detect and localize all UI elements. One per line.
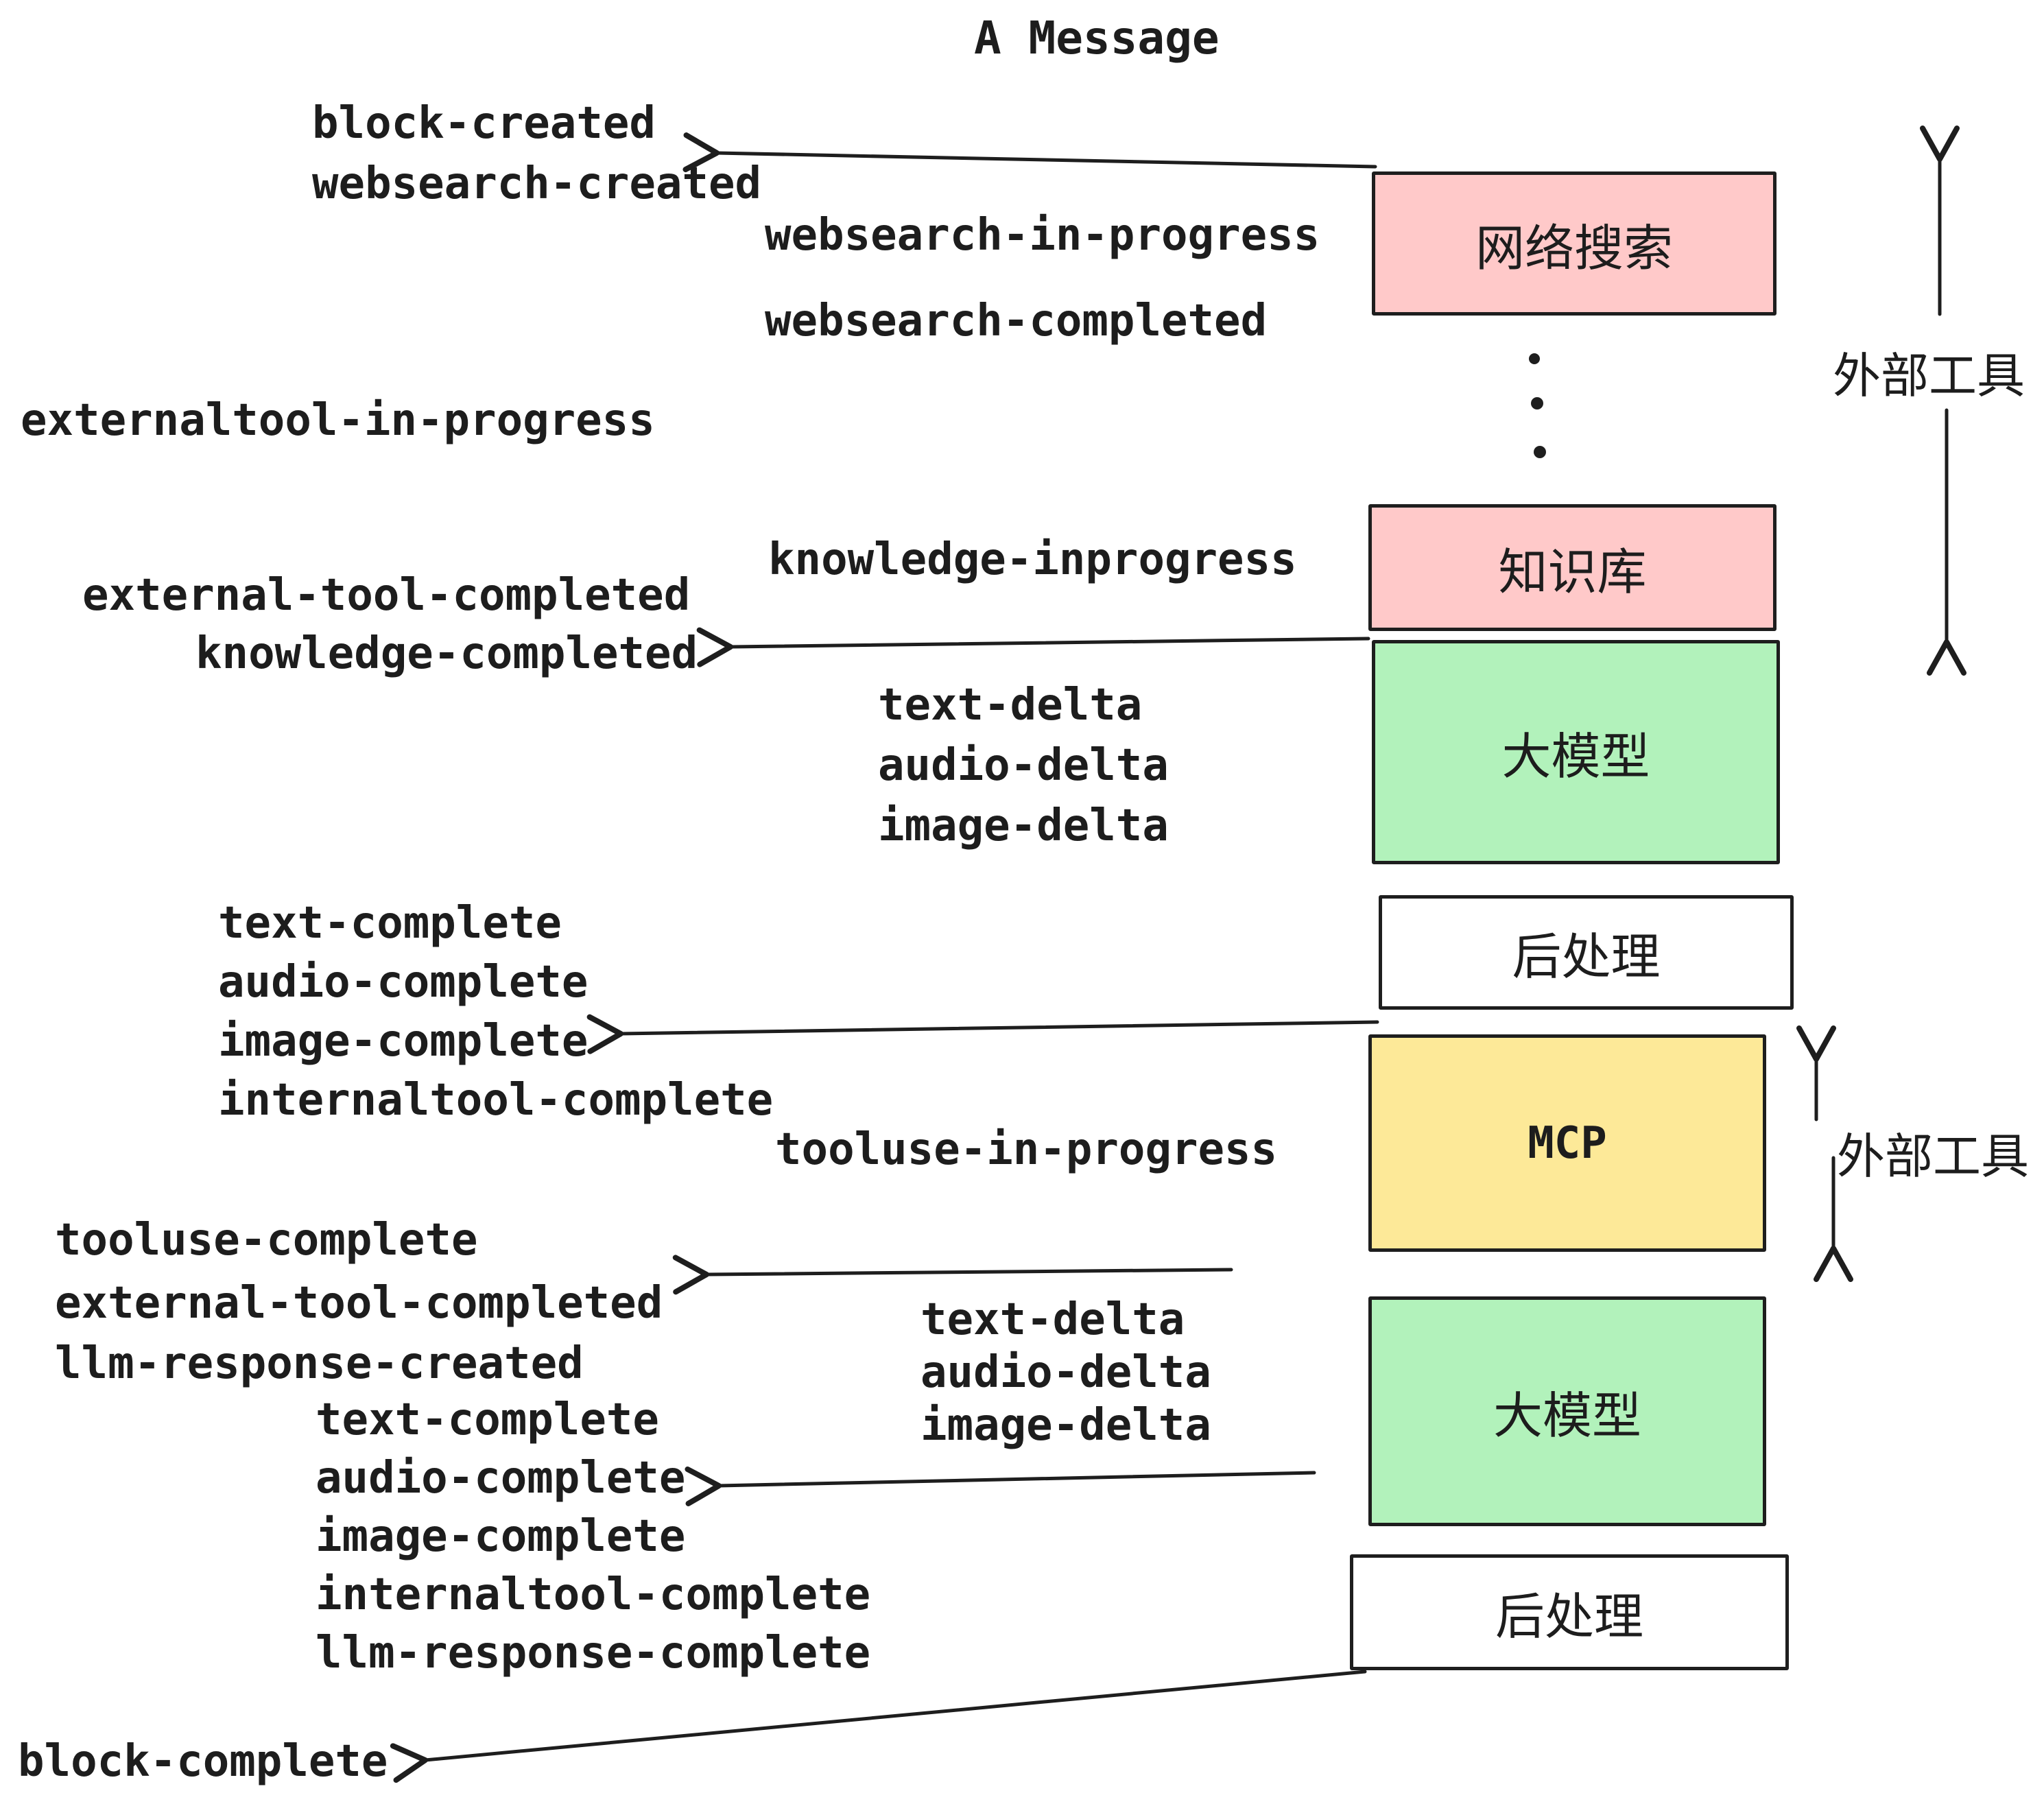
box-llm-2: 大模型 — [1368, 1296, 1766, 1526]
event-llm-response-complete: llm-response-complete — [316, 1628, 871, 1678]
box-postprocess-2-label: 后处理 — [1495, 1588, 1643, 1646]
event-image-delta-2: image-delta — [920, 1400, 1211, 1451]
event-audio-delta-2: audio-delta — [920, 1347, 1211, 1398]
box-knowledge-label: 知识库 — [1498, 543, 1647, 601]
side-label-external-tools-2: 外部工具 — [1837, 1128, 2029, 1185]
event-llm-response-created: llm-response-created — [55, 1338, 584, 1389]
box-mcp-label: MCP — [1528, 1117, 1607, 1169]
event-audio-delta-1: audio-delta — [878, 740, 1169, 791]
box-websearch: 网络搜索 — [1372, 171, 1776, 316]
event-text-complete-1: text-complete — [218, 898, 562, 949]
box-mcp: MCP — [1368, 1034, 1766, 1252]
event-websearch-created: websearch-created — [312, 158, 762, 209]
arrow-block-complete — [390, 1670, 1367, 1783]
event-websearch-in-progress: websearch-in-progress — [765, 210, 1320, 261]
event-external-tool-completed-2: external-tool-completed — [55, 1278, 663, 1329]
arrow-internal-complete-1 — [586, 1014, 1379, 1054]
box-websearch-label: 网络搜索 — [1475, 219, 1673, 277]
arrow-tooluse-complete — [672, 1255, 1233, 1295]
diagram-title: A Message — [974, 12, 1220, 64]
box-llm-1-label: 大模型 — [1501, 728, 1650, 785]
event-external-tool-completed: external-tool-completed — [82, 570, 691, 621]
event-tooluse-complete: tooluse-complete — [55, 1215, 478, 1266]
arrow-internal-complete-2 — [685, 1466, 1316, 1506]
event-text-delta-2: text-delta — [920, 1294, 1185, 1345]
ellipsis-dots — [1529, 353, 1546, 458]
event-image-delta-1: image-delta — [878, 800, 1169, 851]
box-postprocess-1: 后处理 — [1379, 895, 1794, 1010]
box-postprocess-2: 后处理 — [1350, 1554, 1789, 1670]
event-knowledge-inprogress: knowledge-inprogress — [768, 534, 1297, 585]
box-postprocess-1-label: 后处理 — [1512, 928, 1661, 986]
event-text-delta-1: text-delta — [878, 680, 1143, 731]
box-llm-1: 大模型 — [1372, 640, 1780, 864]
event-audio-complete-2: audio-complete — [316, 1453, 686, 1504]
event-image-complete-1: image-complete — [218, 1016, 589, 1067]
event-tooluse-in-progress: tooluse-in-progress — [775, 1124, 1278, 1175]
event-text-complete-2: text-complete — [316, 1394, 659, 1445]
event-internaltool-complete-2: internaltool-complete — [316, 1569, 871, 1620]
arrow-websearch-created — [682, 132, 1377, 173]
event-block-complete: block-complete — [18, 1736, 388, 1787]
event-externaltool-in-progress: externaltool-in-progress — [21, 395, 655, 446]
box-llm-2-label: 大模型 — [1493, 1387, 1641, 1445]
event-image-complete-2: image-complete — [316, 1511, 686, 1562]
side-label-external-tools-1: 外部工具 — [1833, 348, 2025, 404]
event-websearch-completed: websearch-completed — [765, 296, 1268, 346]
event-block-created: block-created — [312, 98, 656, 149]
event-internaltool-complete-1: internaltool-complete — [218, 1075, 774, 1126]
event-knowledge-completed: knowledge-completed — [195, 628, 698, 679]
box-knowledge: 知识库 — [1368, 504, 1776, 631]
arrow-knowledge-completed — [696, 627, 1370, 667]
event-audio-complete-1: audio-complete — [218, 957, 589, 1008]
